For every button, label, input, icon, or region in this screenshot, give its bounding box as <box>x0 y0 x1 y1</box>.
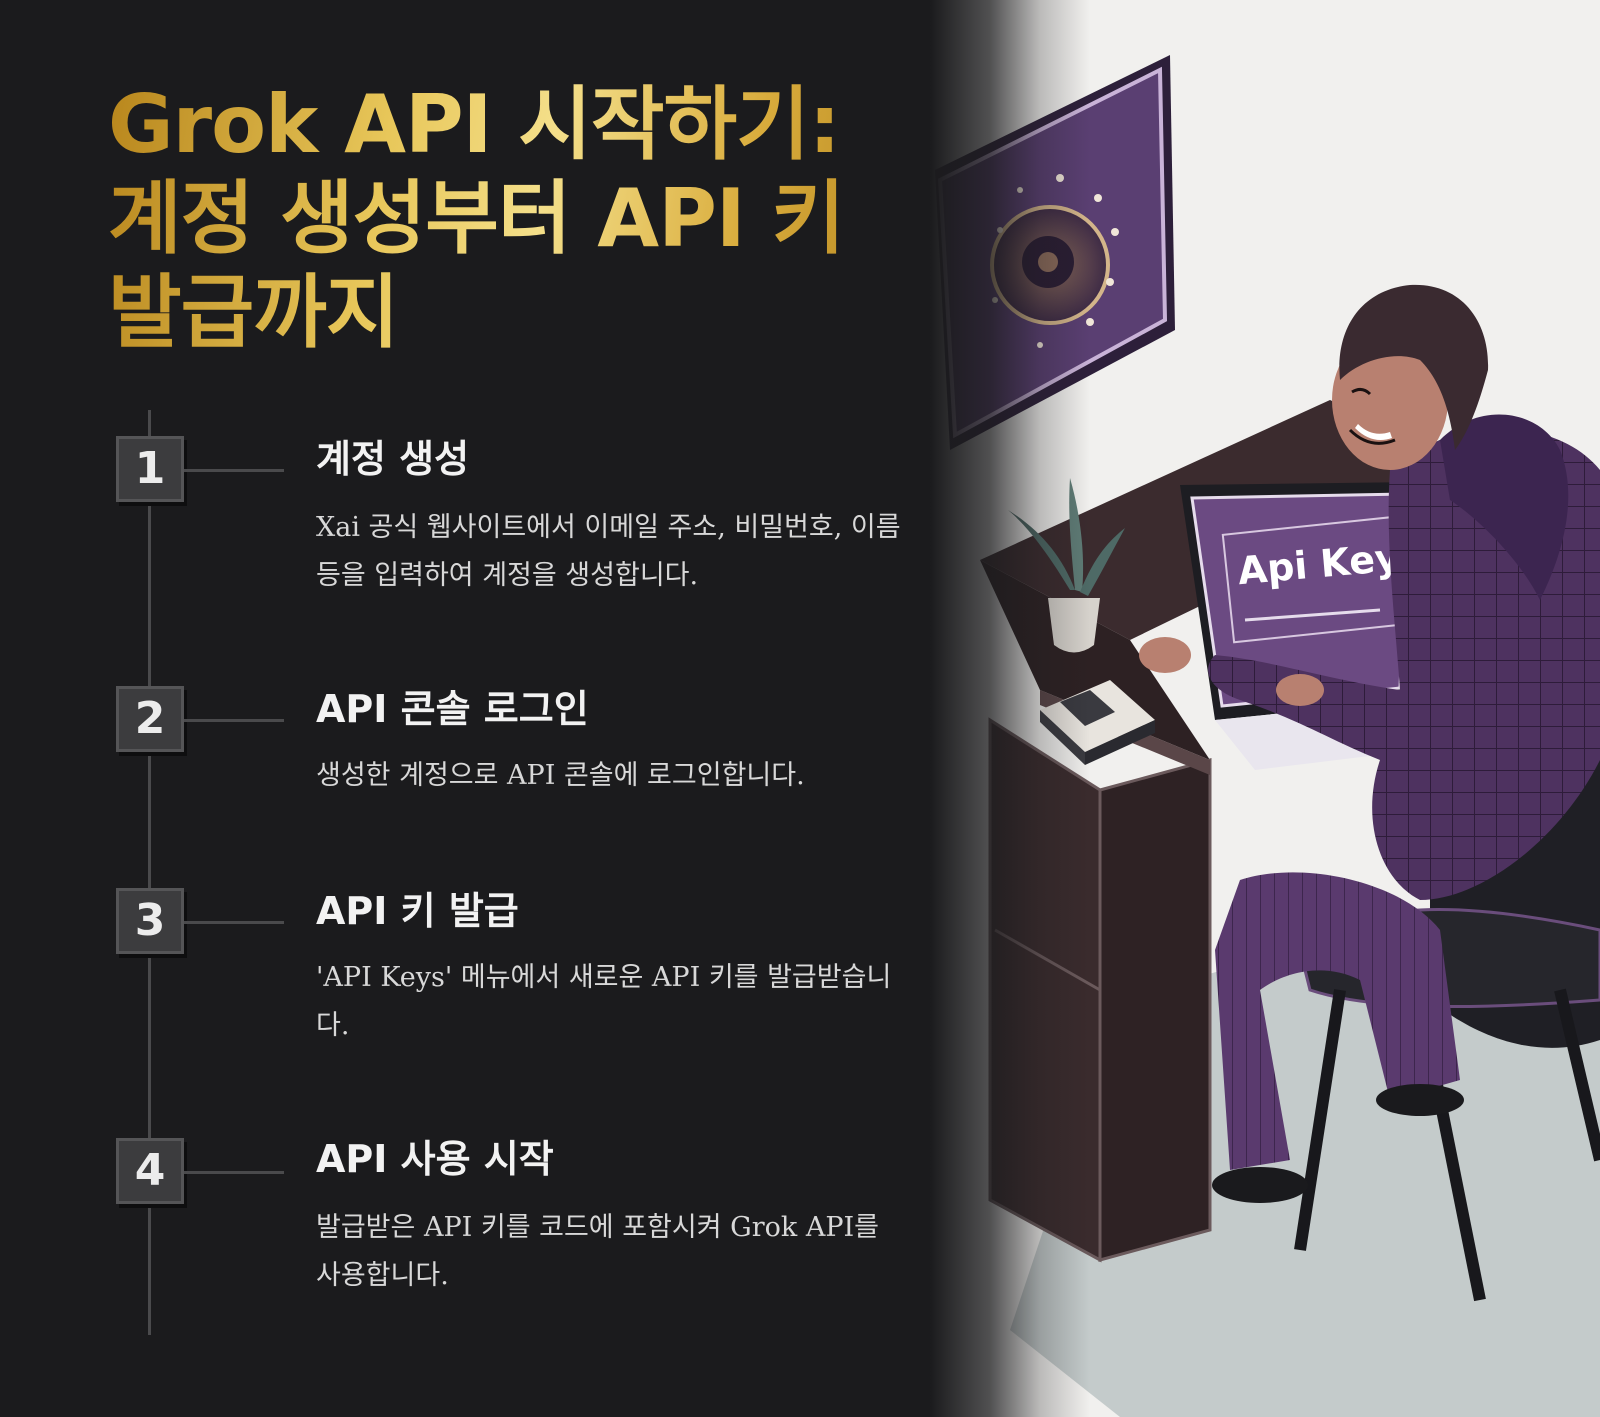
step-connector <box>184 719 284 722</box>
page-title: Grok API 시작하기: 계정 생성부터 API 키 발급까지 <box>108 78 888 360</box>
step-number-badge: 2 <box>116 686 184 752</box>
step-title: API 사용 시작 <box>316 1137 554 1181</box>
step-title: API 콘솔 로그인 <box>316 687 589 731</box>
step-description: 생성한 계정으로 API 콘솔에 로그인합니다. <box>316 760 805 791</box>
step-title: API 키 발급 <box>316 889 519 933</box>
step-description: 'API Keys' 메뉴에서 새로운 API 키를 발급받습니다. <box>316 962 892 1041</box>
timeline-line <box>148 410 151 1335</box>
step-number-badge: 1 <box>116 436 184 502</box>
step-title: 계정 생성 <box>316 437 470 481</box>
step-connector <box>184 469 284 472</box>
step-connector <box>184 921 284 924</box>
step-connector <box>184 1171 284 1174</box>
step-number-badge: 4 <box>116 1138 184 1204</box>
step-description: Xai 공식 웹사이트에서 이메일 주소, 비밀번호, 이름 등을 입력하여 계… <box>316 512 901 591</box>
step-number-badge: 3 <box>116 888 184 954</box>
step-description: 발급받은 API 키를 코드에 포함시켜 Grok API를 사용합니다. <box>316 1212 880 1291</box>
